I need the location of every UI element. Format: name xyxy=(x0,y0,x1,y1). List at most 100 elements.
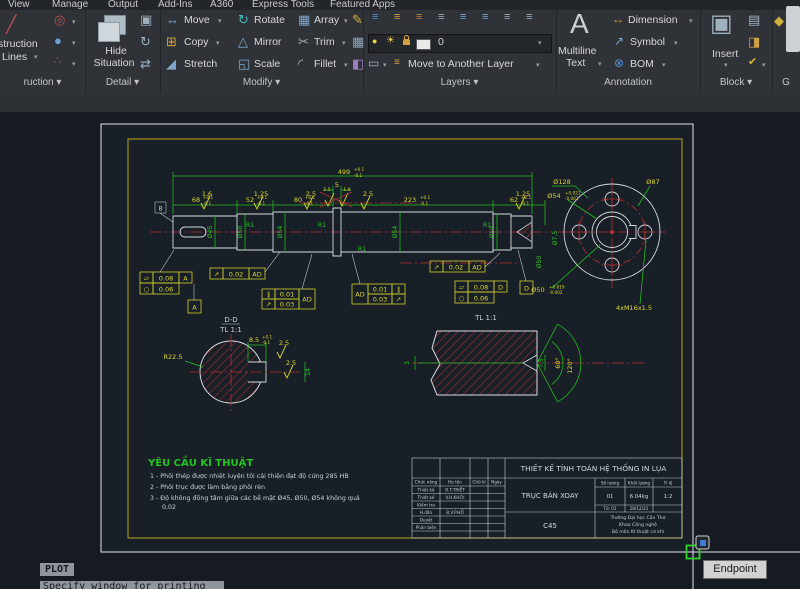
command-prompt[interactable]: Specify window for printing xyxy=(40,581,224,589)
datum-d: D xyxy=(517,249,534,295)
multiline-text-button[interactable]: Text xyxy=(566,57,586,69)
layer-lock-icon[interactable] xyxy=(403,35,410,45)
box-icon[interactable]: ▦ xyxy=(352,34,365,49)
chevron-down-icon[interactable]: ▾ xyxy=(72,19,76,26)
datum-ref: AD xyxy=(472,264,481,272)
fillet-button[interactable]: Fillet xyxy=(314,58,337,70)
chevron-down-icon[interactable]: ▾ xyxy=(383,62,387,69)
parallel-symbol-icon: ∥ xyxy=(397,286,400,294)
panel-label-detail[interactable]: Detail ▾ xyxy=(105,77,140,88)
panel-label-construction[interactable]: ruction ▾ xyxy=(23,77,62,88)
tab-featured-apps[interactable]: Featured Apps xyxy=(330,0,396,10)
trim-button[interactable]: Trim xyxy=(314,36,335,48)
chevron-down-icon[interactable]: ▾ xyxy=(216,40,220,47)
group-icon[interactable]: ◆ xyxy=(774,13,784,28)
move-button[interactable]: Move xyxy=(184,14,210,26)
panel-label-block[interactable]: Block ▾ xyxy=(719,77,753,88)
symbol-button[interactable]: Symbol xyxy=(630,36,666,48)
notes-heading: YÊU CẦU KĨ THUẬT xyxy=(147,455,253,469)
layer-combo-box[interactable] xyxy=(368,34,552,53)
rotate-button[interactable]: Rotate xyxy=(254,14,285,26)
chevron-down-icon[interactable]: ▾ xyxy=(689,18,693,25)
tol-value: 0.08 xyxy=(159,275,173,283)
hide-situation-button[interactable]: Hide xyxy=(105,45,127,57)
layer-tool-icon[interactable]: ≡ xyxy=(482,11,489,23)
mirror-button[interactable]: Mirror xyxy=(254,36,282,48)
tab-express-tools[interactable]: Express Tools xyxy=(252,0,315,10)
chevron-down-icon[interactable]: ▾ xyxy=(762,62,766,69)
center-mark-icon[interactable]: ◎ xyxy=(54,12,66,27)
panel-label-layers[interactable]: Layers ▾ xyxy=(440,77,479,88)
layer-tool-icon[interactable]: ≡ xyxy=(460,11,467,23)
chevron-down-icon[interactable]: ▾ xyxy=(724,62,728,69)
panel-label-group[interactable]: G xyxy=(782,77,790,88)
layer-tool-icon[interactable]: ≡ xyxy=(504,11,511,23)
chevron-down-icon[interactable]: ▾ xyxy=(538,40,542,47)
roughness-value: 2.5 xyxy=(279,339,289,347)
polygon-icon[interactable]: ● xyxy=(54,33,62,48)
tab-manage[interactable]: Manage xyxy=(52,0,89,10)
chevron-down-icon[interactable]: ▾ xyxy=(536,62,540,69)
create-block-icon[interactable]: ▤ xyxy=(748,12,761,27)
edit-block-icon[interactable]: ◨ xyxy=(748,34,761,49)
chevron-down-icon[interactable]: ▾ xyxy=(662,62,666,69)
flatness-symbol-icon: ▱ xyxy=(459,284,464,292)
multiline-text-icon[interactable]: A xyxy=(570,8,589,39)
layer-tool-icon[interactable]: ≡ xyxy=(526,11,533,23)
fillet-icon: ◜ xyxy=(298,56,304,71)
chevron-down-icon[interactable]: ▾ xyxy=(72,61,76,68)
drawing-canvas[interactable]: 499 +0.1 -0.1 68 +0.1 -0.1 52 +0.1 -0.1 … xyxy=(0,95,800,589)
stretch-button[interactable]: Stretch xyxy=(184,58,218,70)
bom-button[interactable]: BOM xyxy=(630,58,654,70)
chevron-down-icon[interactable]: ▾ xyxy=(342,40,346,47)
construction-lines-label2[interactable]: Lines xyxy=(2,51,28,63)
panel-label-modify[interactable]: Modify ▾ xyxy=(242,77,281,88)
construction-lines-label[interactable]: struction xyxy=(0,38,38,50)
section-icon[interactable]: ⇄ xyxy=(140,56,151,71)
diam-label: Ø45 xyxy=(206,226,214,239)
current-layer-value[interactable]: 0 xyxy=(438,36,444,48)
update-view-icon[interactable]: ↻ xyxy=(140,34,151,49)
insert-button[interactable]: Insert xyxy=(712,48,739,60)
tab-view[interactable]: View xyxy=(8,0,30,10)
chevron-down-icon[interactable]: ▾ xyxy=(674,40,678,47)
multiline-text-button[interactable]: Multiline xyxy=(558,45,597,57)
key-width: 8.5 xyxy=(249,336,259,344)
layer-thaw-sun-icon[interactable]: ☀ xyxy=(386,35,395,46)
panel-label-annotation[interactable]: Annotation xyxy=(604,77,652,88)
explode-icon[interactable]: ◧ xyxy=(352,56,365,71)
tab-addins[interactable]: Add-Ins xyxy=(158,0,193,10)
tab-output[interactable]: Output xyxy=(108,0,139,10)
title-block: THIẾT KẾ TÍNH TOÁN HỆ THỐNG IN LỤA TRỤC … xyxy=(411,457,683,539)
chevron-down-icon[interactable]: ▾ xyxy=(344,62,348,69)
chevron-down-icon[interactable]: ▾ xyxy=(344,18,348,25)
block-attribute-icon[interactable]: ✔ xyxy=(748,56,758,68)
layer-tool-icon[interactable]: ≡ xyxy=(394,11,401,23)
points-icon[interactable]: ∴ xyxy=(54,55,61,67)
detail-view-icon[interactable]: ▣ xyxy=(140,12,153,27)
scale-button[interactable]: Scale xyxy=(254,58,281,70)
hide-situation-button[interactable]: Situation xyxy=(93,57,135,69)
copy-button[interactable]: Copy xyxy=(184,36,209,48)
note-line: 0,02 xyxy=(162,504,176,511)
layer-tool-icon[interactable]: ≡ xyxy=(438,11,445,23)
hide-situation-icon[interactable] xyxy=(98,22,120,42)
layer-tool-icon[interactable]: ≡ xyxy=(416,11,423,23)
move-to-another-layer-button[interactable]: Move to Another Layer xyxy=(408,58,514,70)
layer-tool-icon[interactable]: ≡ xyxy=(372,11,379,23)
fillet-label: R1 xyxy=(358,246,366,253)
array-button[interactable]: Array xyxy=(314,14,340,26)
layer-color-swatch[interactable] xyxy=(416,39,431,50)
chevron-down-icon[interactable]: ▾ xyxy=(34,54,38,61)
edit-icon[interactable]: ✎ xyxy=(352,12,363,27)
chevron-down-icon[interactable]: ▾ xyxy=(598,61,602,68)
layer-state-icon[interactable]: ▭ xyxy=(368,56,380,70)
frame-parallel-runout-2: AD 0.01 ∥ 0.03 ↗ xyxy=(351,253,406,305)
dimension-button[interactable]: Dimension xyxy=(628,14,678,26)
chevron-down-icon[interactable]: ▾ xyxy=(72,40,76,47)
chevron-down-icon[interactable]: ▾ xyxy=(218,18,222,25)
group-panel-button[interactable] xyxy=(786,6,800,52)
construction-line-icon[interactable]: ╱ xyxy=(6,15,17,34)
layer-on-bulb-icon[interactable]: ● xyxy=(372,36,378,46)
tab-a360[interactable]: A360 xyxy=(210,0,234,10)
